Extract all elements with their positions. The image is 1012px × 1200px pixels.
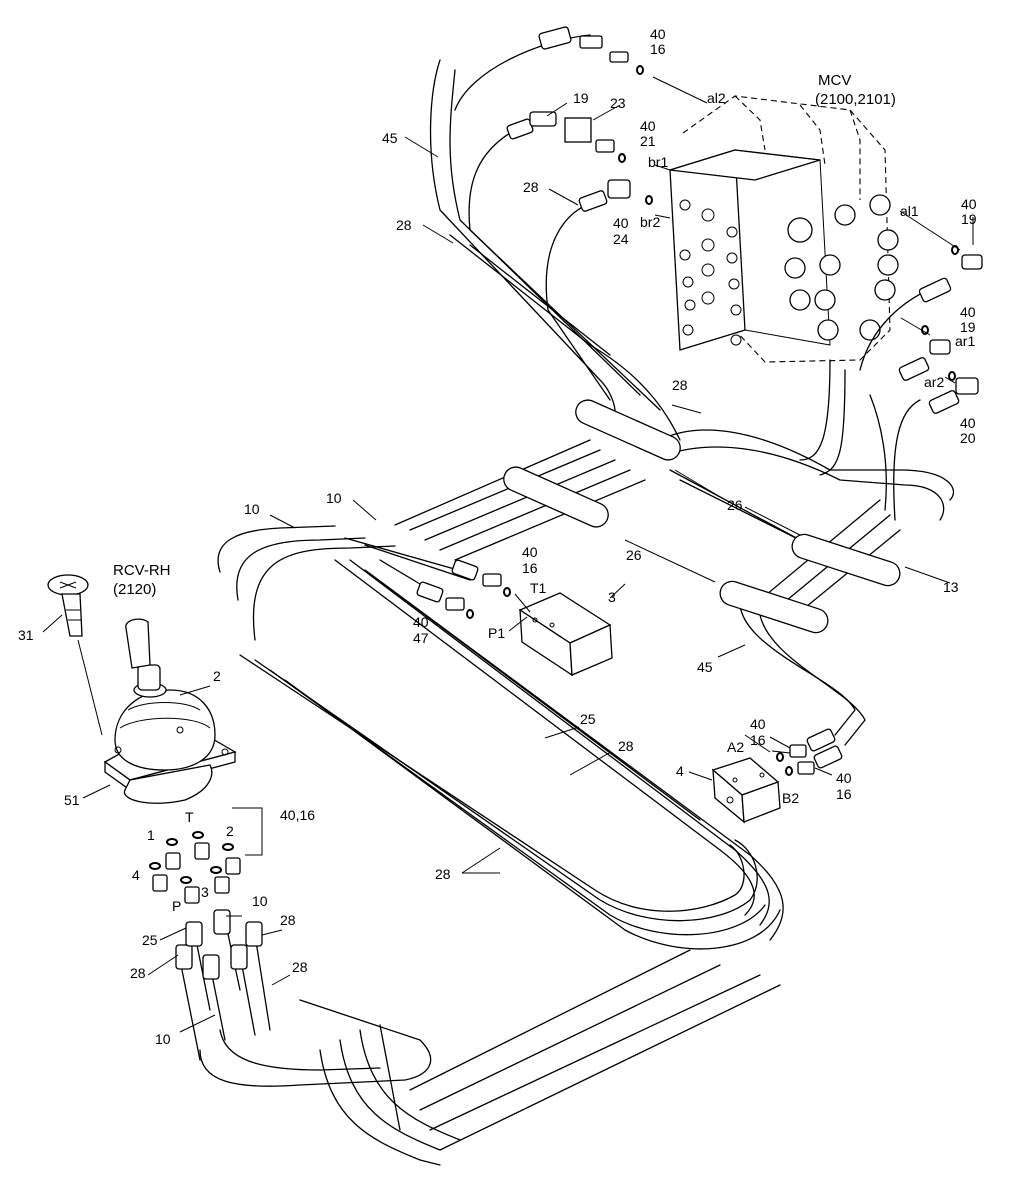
part-label: 4 (132, 867, 140, 883)
port-label: A2 (727, 739, 744, 755)
rcv-title: RCV-RH (113, 562, 171, 579)
part-label: 40 (836, 770, 852, 786)
part-label: 4 (676, 763, 684, 779)
part-label: 40 (960, 415, 976, 431)
port-label: ar1 (955, 333, 975, 349)
part-label: 28 (672, 377, 688, 393)
part-label: 21 (640, 133, 656, 149)
part-label: 45 (697, 659, 713, 675)
hose-clamps (503, 399, 901, 634)
part-label: 40 (960, 304, 976, 320)
part-label: 19 (573, 90, 589, 106)
mcv-title: MCV (818, 72, 851, 89)
port-label: T1 (530, 580, 547, 596)
port-label: T (185, 809, 194, 825)
port-label: al2 (707, 90, 726, 106)
part-label: 16 (750, 732, 766, 748)
part-label: 40,16 (280, 807, 315, 823)
part-label: 25 (142, 932, 158, 948)
part-label: 51 (64, 792, 80, 808)
port-label: P (172, 898, 181, 914)
part-label: 28 (292, 959, 308, 975)
part-label: 2 (213, 668, 221, 684)
bolt-31 (47, 574, 89, 637)
part-label: 47 (413, 630, 429, 646)
fittings (152, 26, 983, 980)
port-label: br2 (640, 214, 660, 230)
leader-lines (42, 76, 974, 1033)
part-label: 10 (155, 1031, 171, 1047)
part-label: 26 (727, 497, 743, 513)
mcv-subtitle: (2100,2101) (815, 91, 896, 108)
part-label: 20 (960, 430, 976, 446)
mcv-valve-block (669, 95, 899, 363)
part-label: 2 (226, 823, 234, 839)
rcv-joystick (103, 618, 237, 804)
part-label: 16 (522, 560, 538, 576)
part-label: 3 (608, 589, 616, 605)
part-label: 40 (522, 544, 538, 560)
part-label: 3 (201, 884, 209, 900)
part-label: 45 (382, 130, 398, 146)
port-label: B2 (782, 790, 799, 806)
labels: MCV (2100,2101) RCV-RH (2120) 40 16 19 2… (18, 26, 977, 1047)
part-label: 19 (961, 211, 977, 227)
part-label: 40 (613, 215, 629, 231)
o-rings (149, 65, 959, 884)
part-label: 40 (750, 716, 766, 732)
port-label: al1 (900, 203, 919, 219)
part-label: 28 (523, 179, 539, 195)
part-label: 10 (252, 893, 268, 909)
port-label: br1 (648, 154, 668, 170)
part-label: 28 (280, 912, 296, 928)
part-label: 1 (147, 827, 155, 843)
part-label: 40 (961, 196, 977, 212)
port-label: P1 (488, 625, 505, 641)
part-label: 28 (435, 866, 451, 882)
part-label: 13 (943, 579, 959, 595)
part-label: 16 (836, 786, 852, 802)
block-4 (711, 757, 781, 824)
part-label: 19 (960, 319, 976, 335)
part-label: 25 (580, 711, 596, 727)
part-label: 10 (244, 501, 260, 517)
rcv-subtitle: (2120) (113, 581, 156, 598)
port-label: ar2 (924, 374, 944, 390)
part-label: 16 (650, 41, 666, 57)
part-label: 40 (650, 26, 666, 42)
part-label: 24 (613, 231, 629, 247)
block-3 (518, 592, 613, 677)
part-label: 28 (396, 217, 412, 233)
part-label: 10 (326, 490, 342, 506)
part-label: 28 (618, 738, 634, 754)
hose-bundle (179, 34, 955, 1166)
part-label: 40 (640, 118, 656, 134)
part-label: 31 (18, 627, 34, 643)
part-label: 23 (610, 95, 626, 111)
part-label: 40 (413, 614, 429, 630)
part-label: 26 (626, 547, 642, 563)
part-label: 28 (130, 965, 146, 981)
